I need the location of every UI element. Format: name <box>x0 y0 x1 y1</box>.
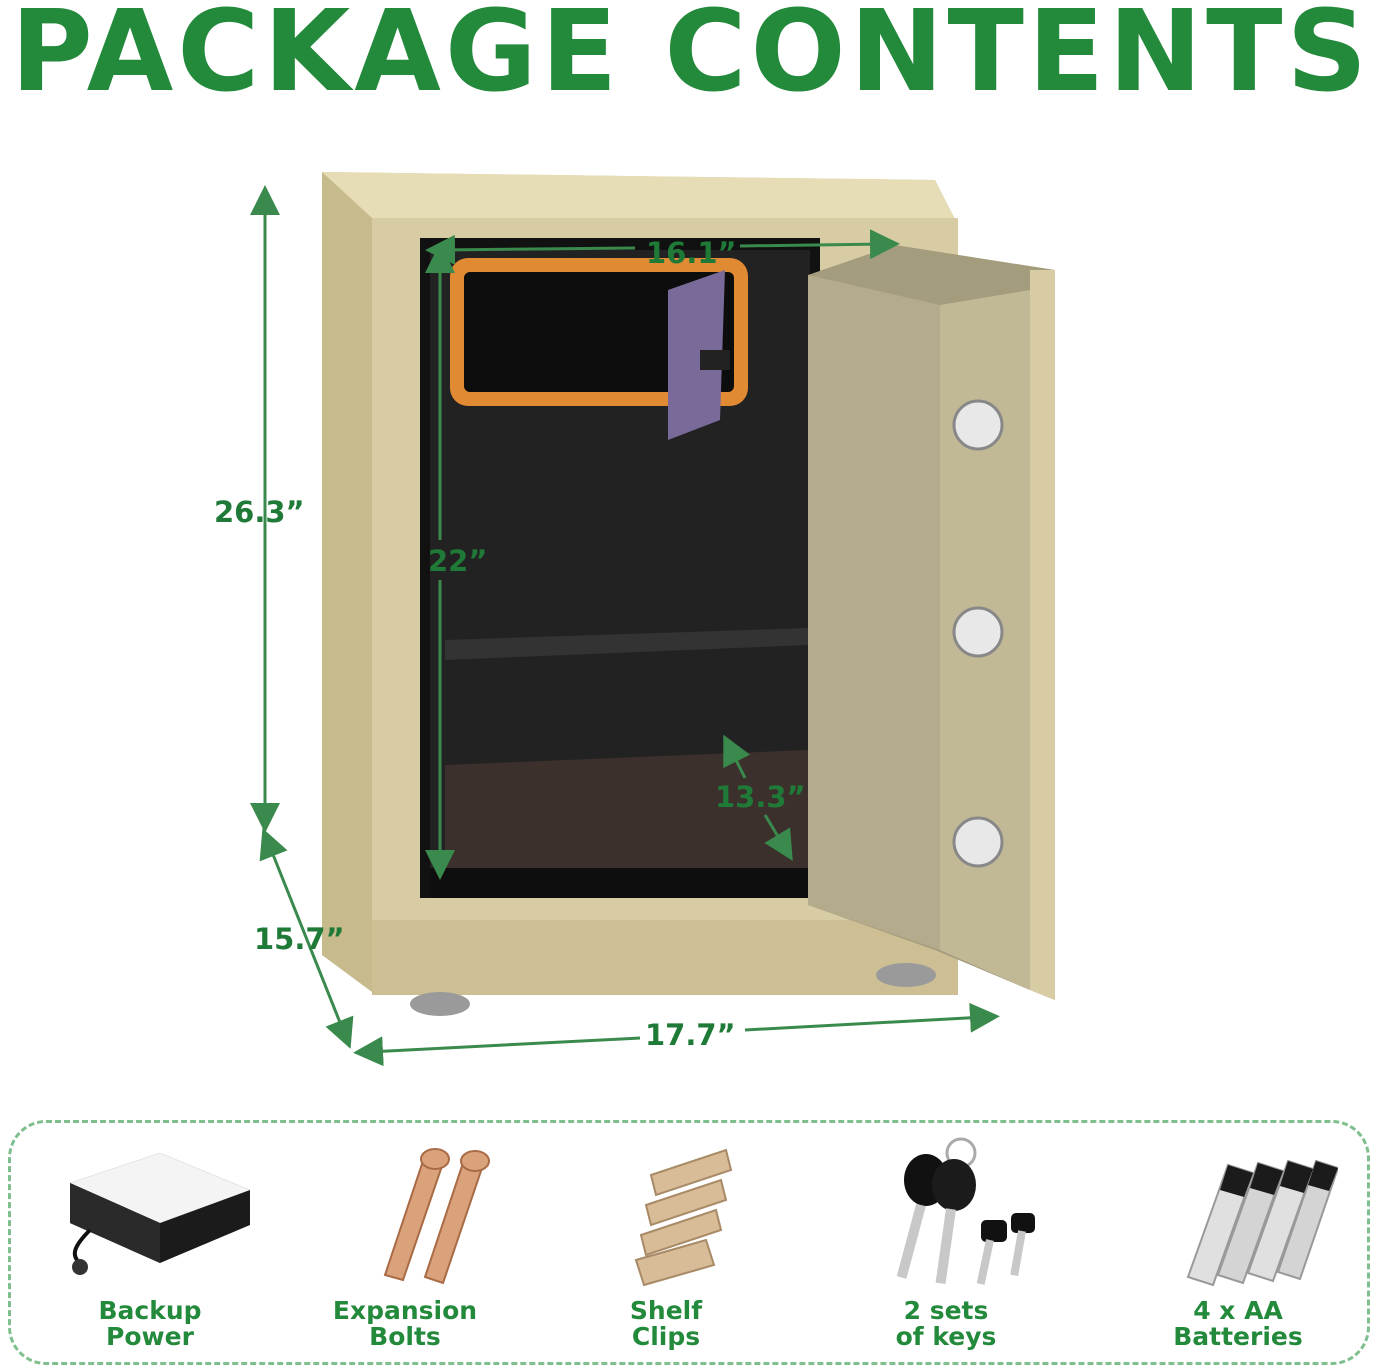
item-expansion-bolts: Expansion Bolts <box>295 1135 515 1360</box>
shelf-clips-icon <box>634 1148 733 1287</box>
safe-illustration <box>250 172 1055 1067</box>
item-backup-power: Backup Power <box>40 1135 260 1360</box>
dimension-depth-inner: 13.3” <box>715 780 806 814</box>
dimension-depth: 15.7” <box>254 922 345 956</box>
backup-power-icon <box>70 1153 250 1275</box>
package-contents-box <box>8 1120 1370 1365</box>
item-label-line1: 2 sets <box>903 1296 989 1325</box>
item-label-line2: Clips <box>631 1322 701 1351</box>
item-label: Expansion Bolts <box>295 1298 515 1350</box>
item-label-line2: Bolts <box>369 1322 441 1351</box>
dimension-height-inner: 22” <box>428 544 488 578</box>
item-label-line2: of keys <box>895 1322 997 1351</box>
item-label-line1: Shelf <box>629 1296 703 1325</box>
dimension-width-outer: 17.7” <box>645 1018 736 1052</box>
item-keys: 2 sets of keys <box>836 1135 1056 1360</box>
item-label-line1: Backup <box>98 1296 202 1325</box>
item-batteries: 4 x AA Batteries <box>1128 1135 1348 1360</box>
batteries-icon <box>1186 1159 1338 1287</box>
item-label-line2: Batteries <box>1173 1322 1303 1351</box>
item-shelf-clips: Shelf Clips <box>556 1135 776 1360</box>
page-title: PACKAGE CONTENTS <box>10 0 1372 117</box>
item-label-line1: Expansion <box>332 1296 478 1325</box>
item-label: 4 x AA Batteries <box>1128 1298 1348 1350</box>
expansion-bolts-icon <box>383 1148 490 1285</box>
dimension-height-outer: 26.3” <box>214 495 305 529</box>
item-label-line2: Power <box>106 1322 194 1351</box>
dimension-width-inner: 16.1” <box>646 236 737 270</box>
item-label: Backup Power <box>40 1298 260 1350</box>
keys-icon <box>896 1137 1035 1285</box>
item-label: Shelf Clips <box>556 1298 776 1350</box>
item-label-line1: 4 x AA <box>1193 1296 1283 1325</box>
safe-body <box>322 172 1055 1016</box>
item-label: 2 sets of keys <box>836 1298 1056 1350</box>
